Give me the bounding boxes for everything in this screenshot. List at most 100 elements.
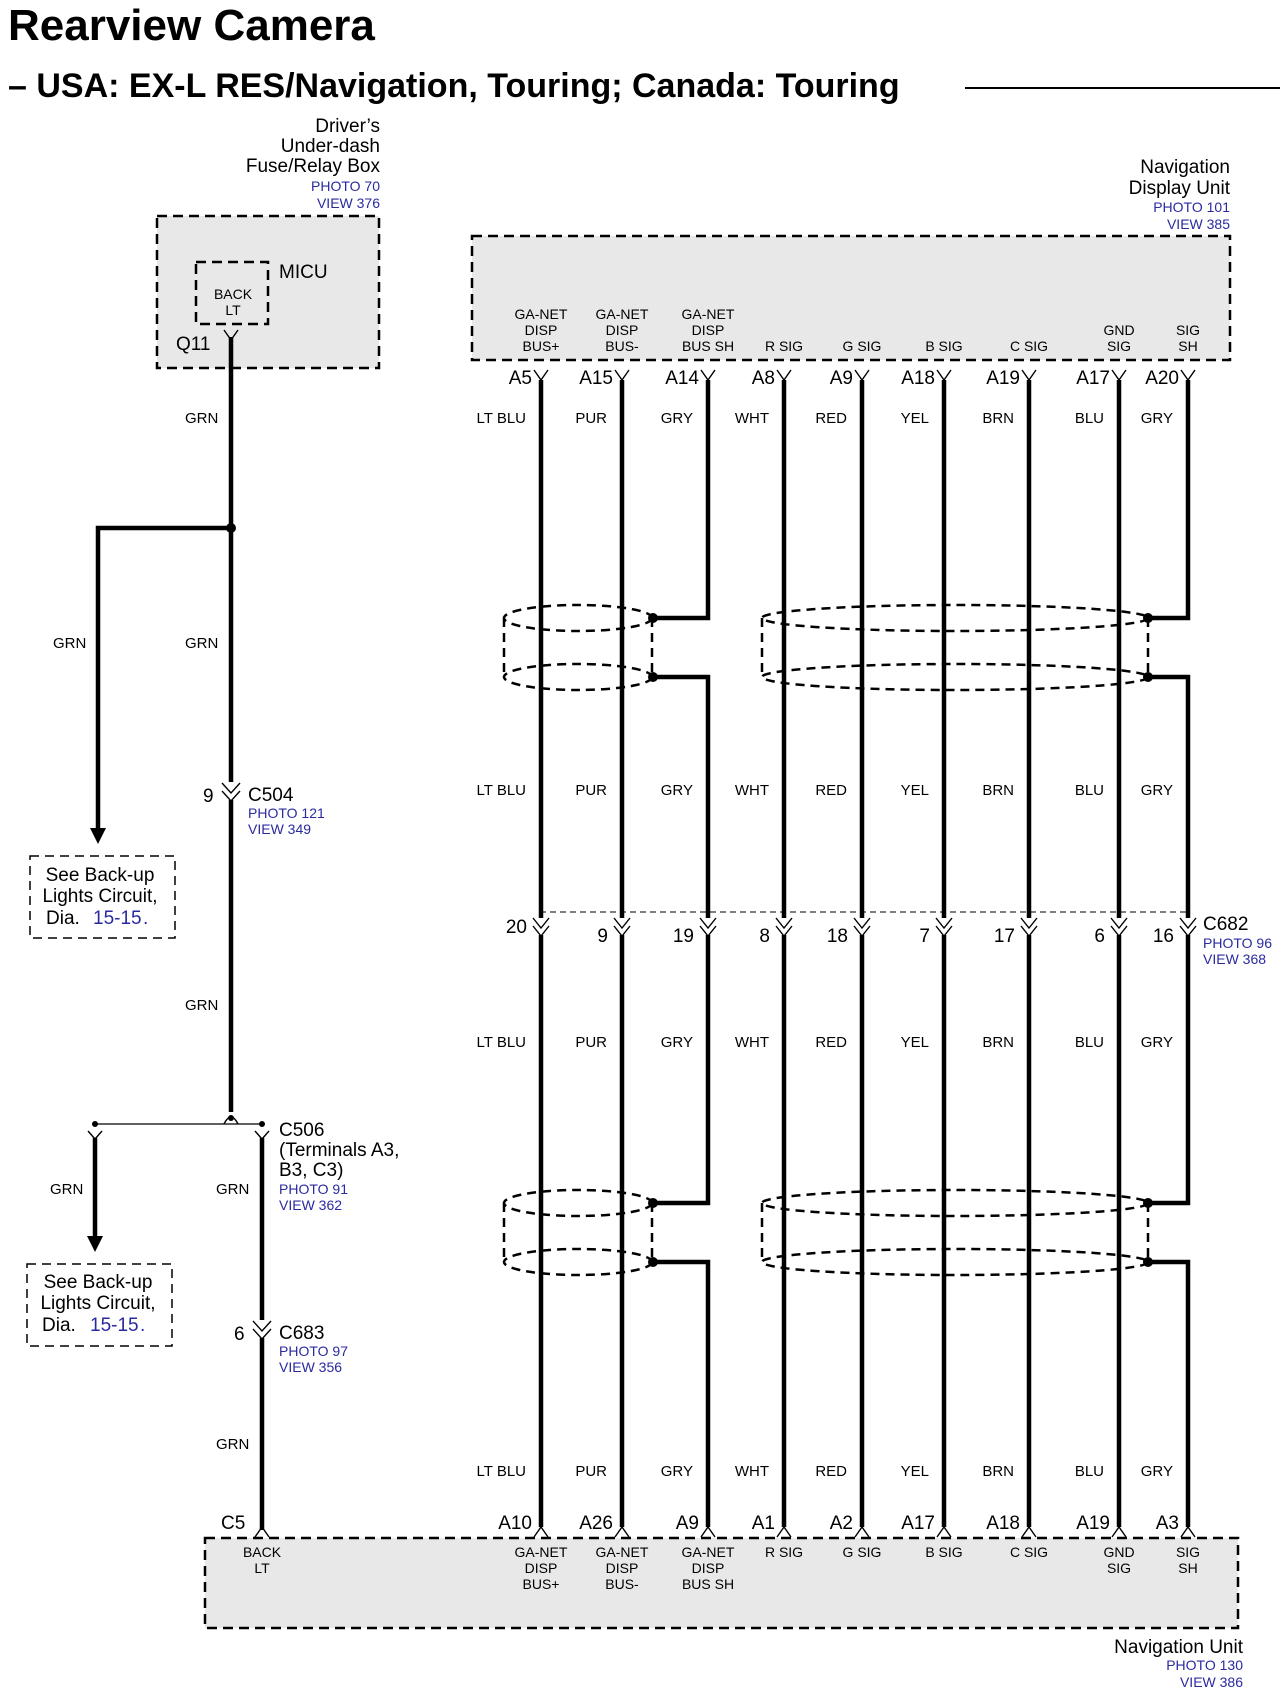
wire-color-label: LT BLU — [477, 410, 526, 427]
display-pin-label: A14 — [665, 368, 699, 389]
wire-color-label: RED — [815, 782, 847, 799]
see-backup-lights-ref-2[interactable]: See Back-up Lights Circuit, Dia. 15-15 . — [26, 1263, 173, 1347]
shield-icon — [502, 603, 654, 692]
c506-label: C506 (Terminals A3, B3, C3) PHOTO 91 VIE… — [279, 1120, 399, 1213]
diagram-title: Rearview Camera — [8, 1, 375, 50]
svg-text:LT: LT — [225, 302, 241, 318]
pin-marker — [1180, 369, 1196, 382]
shield-drain-upper — [653, 380, 711, 621]
nav-unit-pin-label: A10 — [498, 1513, 532, 1534]
terminal-label: BUS+ — [523, 1576, 560, 1592]
wire-color-label: WHT — [735, 782, 769, 799]
terminal-label: BUS- — [605, 338, 639, 354]
wire-color-label: YEL — [901, 410, 929, 427]
display-pin-label: A19 — [986, 368, 1020, 389]
nav-unit-pin-label: A26 — [579, 1513, 613, 1534]
c682-pin-label: 6 — [1094, 926, 1105, 947]
wire-color-label: PUR — [575, 1463, 607, 1480]
nav-unit-photo-ref: PHOTO 130 — [1166, 1657, 1243, 1673]
c682-pin-label: 20 — [506, 917, 527, 938]
wire-color-label: GRN — [185, 997, 218, 1014]
terminal-label: G SIG — [843, 338, 882, 354]
display-unit-photo-ref: PHOTO 101 — [1153, 199, 1230, 215]
wire-color-label: RED — [815, 410, 847, 427]
nav-unit-label: Navigation Unit PHOTO 130 VIEW 386 — [1114, 1637, 1244, 1690]
connector-marker — [1179, 917, 1197, 938]
pin-marker — [614, 1525, 630, 1538]
grn-branch-left — [95, 525, 231, 832]
c682-pin-label: 17 — [994, 926, 1015, 947]
c682-photo-ref: PHOTO 96 — [1203, 935, 1272, 951]
wire-color-label: YEL — [901, 1463, 929, 1480]
terminal-label: BUS+ — [523, 338, 560, 354]
diagram-link: 15-15 — [93, 908, 142, 929]
see-backup-lights-ref-1[interactable]: See Back-up Lights Circuit, Dia. 15-15 . — [29, 855, 176, 939]
nav-unit-pin-label: A1 — [752, 1513, 775, 1534]
connector-marker — [935, 917, 953, 938]
svg-text:Driver’s: Driver’s — [315, 116, 380, 137]
svg-text:LT: LT — [254, 1560, 270, 1576]
display-unit-label: Navigation Display Unit PHOTO 101 VIEW 3… — [1129, 157, 1231, 232]
wire-color-label: GRY — [1141, 782, 1173, 799]
display-pin-label: A9 — [830, 368, 853, 389]
wire-color-label: PUR — [575, 410, 607, 427]
wire-color-label: LT BLU — [477, 782, 526, 799]
terminal-label: GA-NET — [596, 306, 649, 322]
wire-color-label: BRN — [982, 1034, 1014, 1051]
wire-color-label: GRN — [216, 1181, 249, 1198]
display-pin-label: A20 — [1145, 368, 1179, 389]
wire-color-label: GRN — [185, 410, 218, 427]
c682-label: C682 PHOTO 96 VIEW 368 — [1203, 914, 1272, 967]
pin-marker — [1111, 369, 1127, 382]
wire-color-label: GRN — [50, 1181, 83, 1198]
connector-marker — [775, 917, 793, 938]
nav-unit-back-lt-pin: C5 — [221, 1513, 245, 1534]
wire-color-label: GRY — [1141, 410, 1173, 427]
pin-marker — [854, 369, 870, 382]
terminal-label: GA-NET — [596, 1544, 649, 1560]
svg-text:.: . — [140, 1315, 145, 1336]
terminal-label: GA-NET — [515, 1544, 568, 1560]
terminal-label: DISP — [525, 1560, 558, 1576]
svg-text:Lights Circuit,: Lights Circuit, — [40, 1293, 155, 1314]
svg-text:Navigation: Navigation — [1140, 157, 1230, 178]
terminal-label: R SIG — [765, 1544, 803, 1560]
shield-drain-upper — [1148, 380, 1191, 621]
shield-drain-lower — [653, 674, 711, 918]
pin-marker — [1180, 1525, 1196, 1538]
pin-marker — [533, 369, 549, 382]
display-pin-label: A5 — [509, 368, 532, 389]
nav-unit-pin-label: A9 — [676, 1513, 699, 1534]
wire-color-label: YEL — [901, 1034, 929, 1051]
navigation-display-unit-box — [470, 234, 1232, 362]
shield-icon — [760, 603, 1150, 692]
shield-drain-upper — [1148, 935, 1191, 1206]
wire-color-label: WHT — [735, 1463, 769, 1480]
c682-pin-label: 19 — [673, 926, 694, 947]
wire-color-label: GRN — [53, 635, 86, 652]
terminal-label: SIG — [1107, 1560, 1131, 1576]
svg-text:Display Unit: Display Unit — [1129, 178, 1231, 199]
nav-unit-pin-label: A3 — [1156, 1513, 1179, 1534]
terminal-label: BUS SH — [682, 338, 734, 354]
wire-color-label: BLU — [1075, 1463, 1104, 1480]
terminal-label: SIG — [1176, 1544, 1200, 1560]
wire-color-label: BRN — [982, 1463, 1014, 1480]
shield-drain-lower — [653, 1259, 711, 1527]
c682-view-ref: VIEW 368 — [1203, 951, 1266, 967]
svg-text:Fuse/Relay Box: Fuse/Relay Box — [246, 156, 381, 177]
terminal-label: R SIG — [765, 338, 803, 354]
terminal-label: DISP — [692, 322, 725, 338]
terminal-label: GA-NET — [682, 306, 735, 322]
c682-pin-label: 9 — [597, 926, 608, 947]
diagram-link: 15-15 — [90, 1315, 139, 1336]
pin-marker — [614, 369, 630, 382]
nav-unit-pin-label: A19 — [1076, 1513, 1110, 1534]
wire-color-label: WHT — [735, 1034, 769, 1051]
terminal-label: GND — [1103, 1544, 1134, 1560]
wire-color-label: RED — [815, 1034, 847, 1051]
c683-name: C683 — [279, 1323, 324, 1344]
